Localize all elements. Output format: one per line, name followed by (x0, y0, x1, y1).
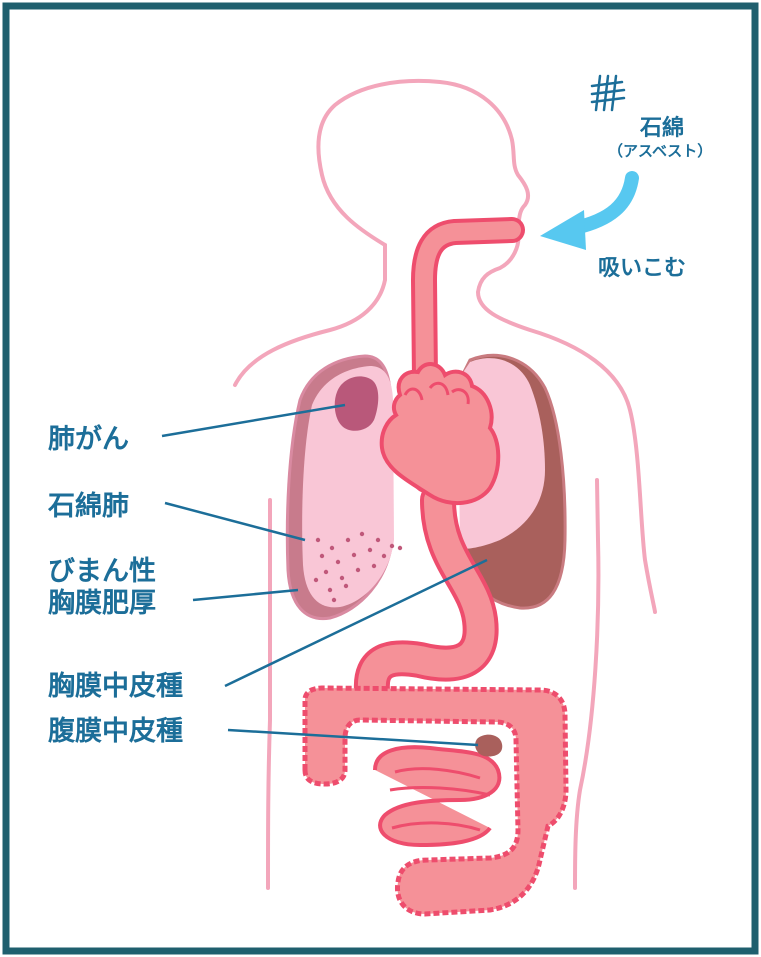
leader-peritoneal-mesothelioma (228, 730, 478, 745)
asbestos-label: 石綿 (639, 115, 684, 141)
peritoneal-tumor (475, 735, 502, 757)
asbestos-sublabel: （アスベスト） (608, 142, 712, 160)
label-asbestosis: 石綿肺 (47, 490, 129, 522)
inhale-label: 吸いこむ (598, 256, 686, 281)
leader-pleural-thickening (193, 590, 298, 600)
label-pleural-mesothelioma: 胸膜中皮種 (48, 671, 183, 702)
label-pleural-thickening: 胸膜肥厚 (48, 588, 156, 619)
label-lung-cancer: 肺がん (48, 423, 129, 455)
asbestos-fibers-icon (592, 76, 624, 110)
leader-asbestosis (165, 503, 305, 540)
label-diffuse: びまん性 (48, 556, 156, 587)
small-intestine (375, 747, 499, 845)
body-right-side (575, 480, 598, 888)
curved-arrow-icon (540, 178, 632, 250)
body-left-side (268, 500, 270, 888)
label-peritoneal-mesothelioma: 腹膜中皮種 (47, 716, 183, 747)
